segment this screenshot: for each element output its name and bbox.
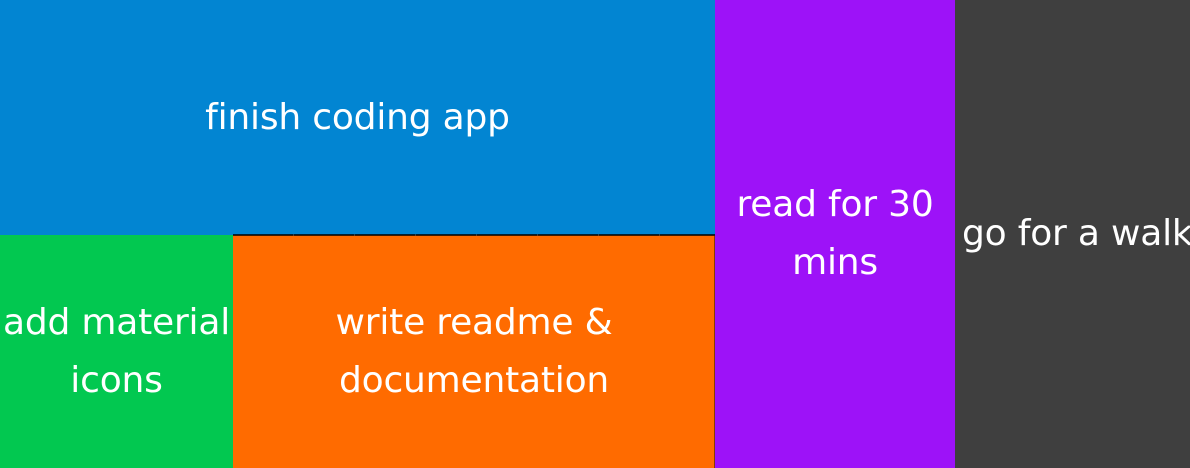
tile-divider xyxy=(233,234,715,236)
task-tile-add-material-icons[interactable]: add material icons xyxy=(0,235,233,468)
task-label: read for 30 mins xyxy=(736,184,934,283)
task-label: finish coding app xyxy=(205,96,510,138)
task-label: write readme & documentation xyxy=(335,301,613,401)
task-label: go for a walk xyxy=(962,213,1190,254)
task-tile-finish-coding-app[interactable]: finish coding app xyxy=(0,0,715,235)
tile-divider xyxy=(714,235,715,468)
task-tile-go-for-a-walk[interactable]: go for a walk xyxy=(955,0,1190,468)
task-tile-write-readme[interactable]: write readme & documentation xyxy=(233,235,715,468)
task-label: add material icons xyxy=(2,301,231,401)
task-tile-read-for-30-mins[interactable]: read for 30 mins xyxy=(715,0,955,468)
